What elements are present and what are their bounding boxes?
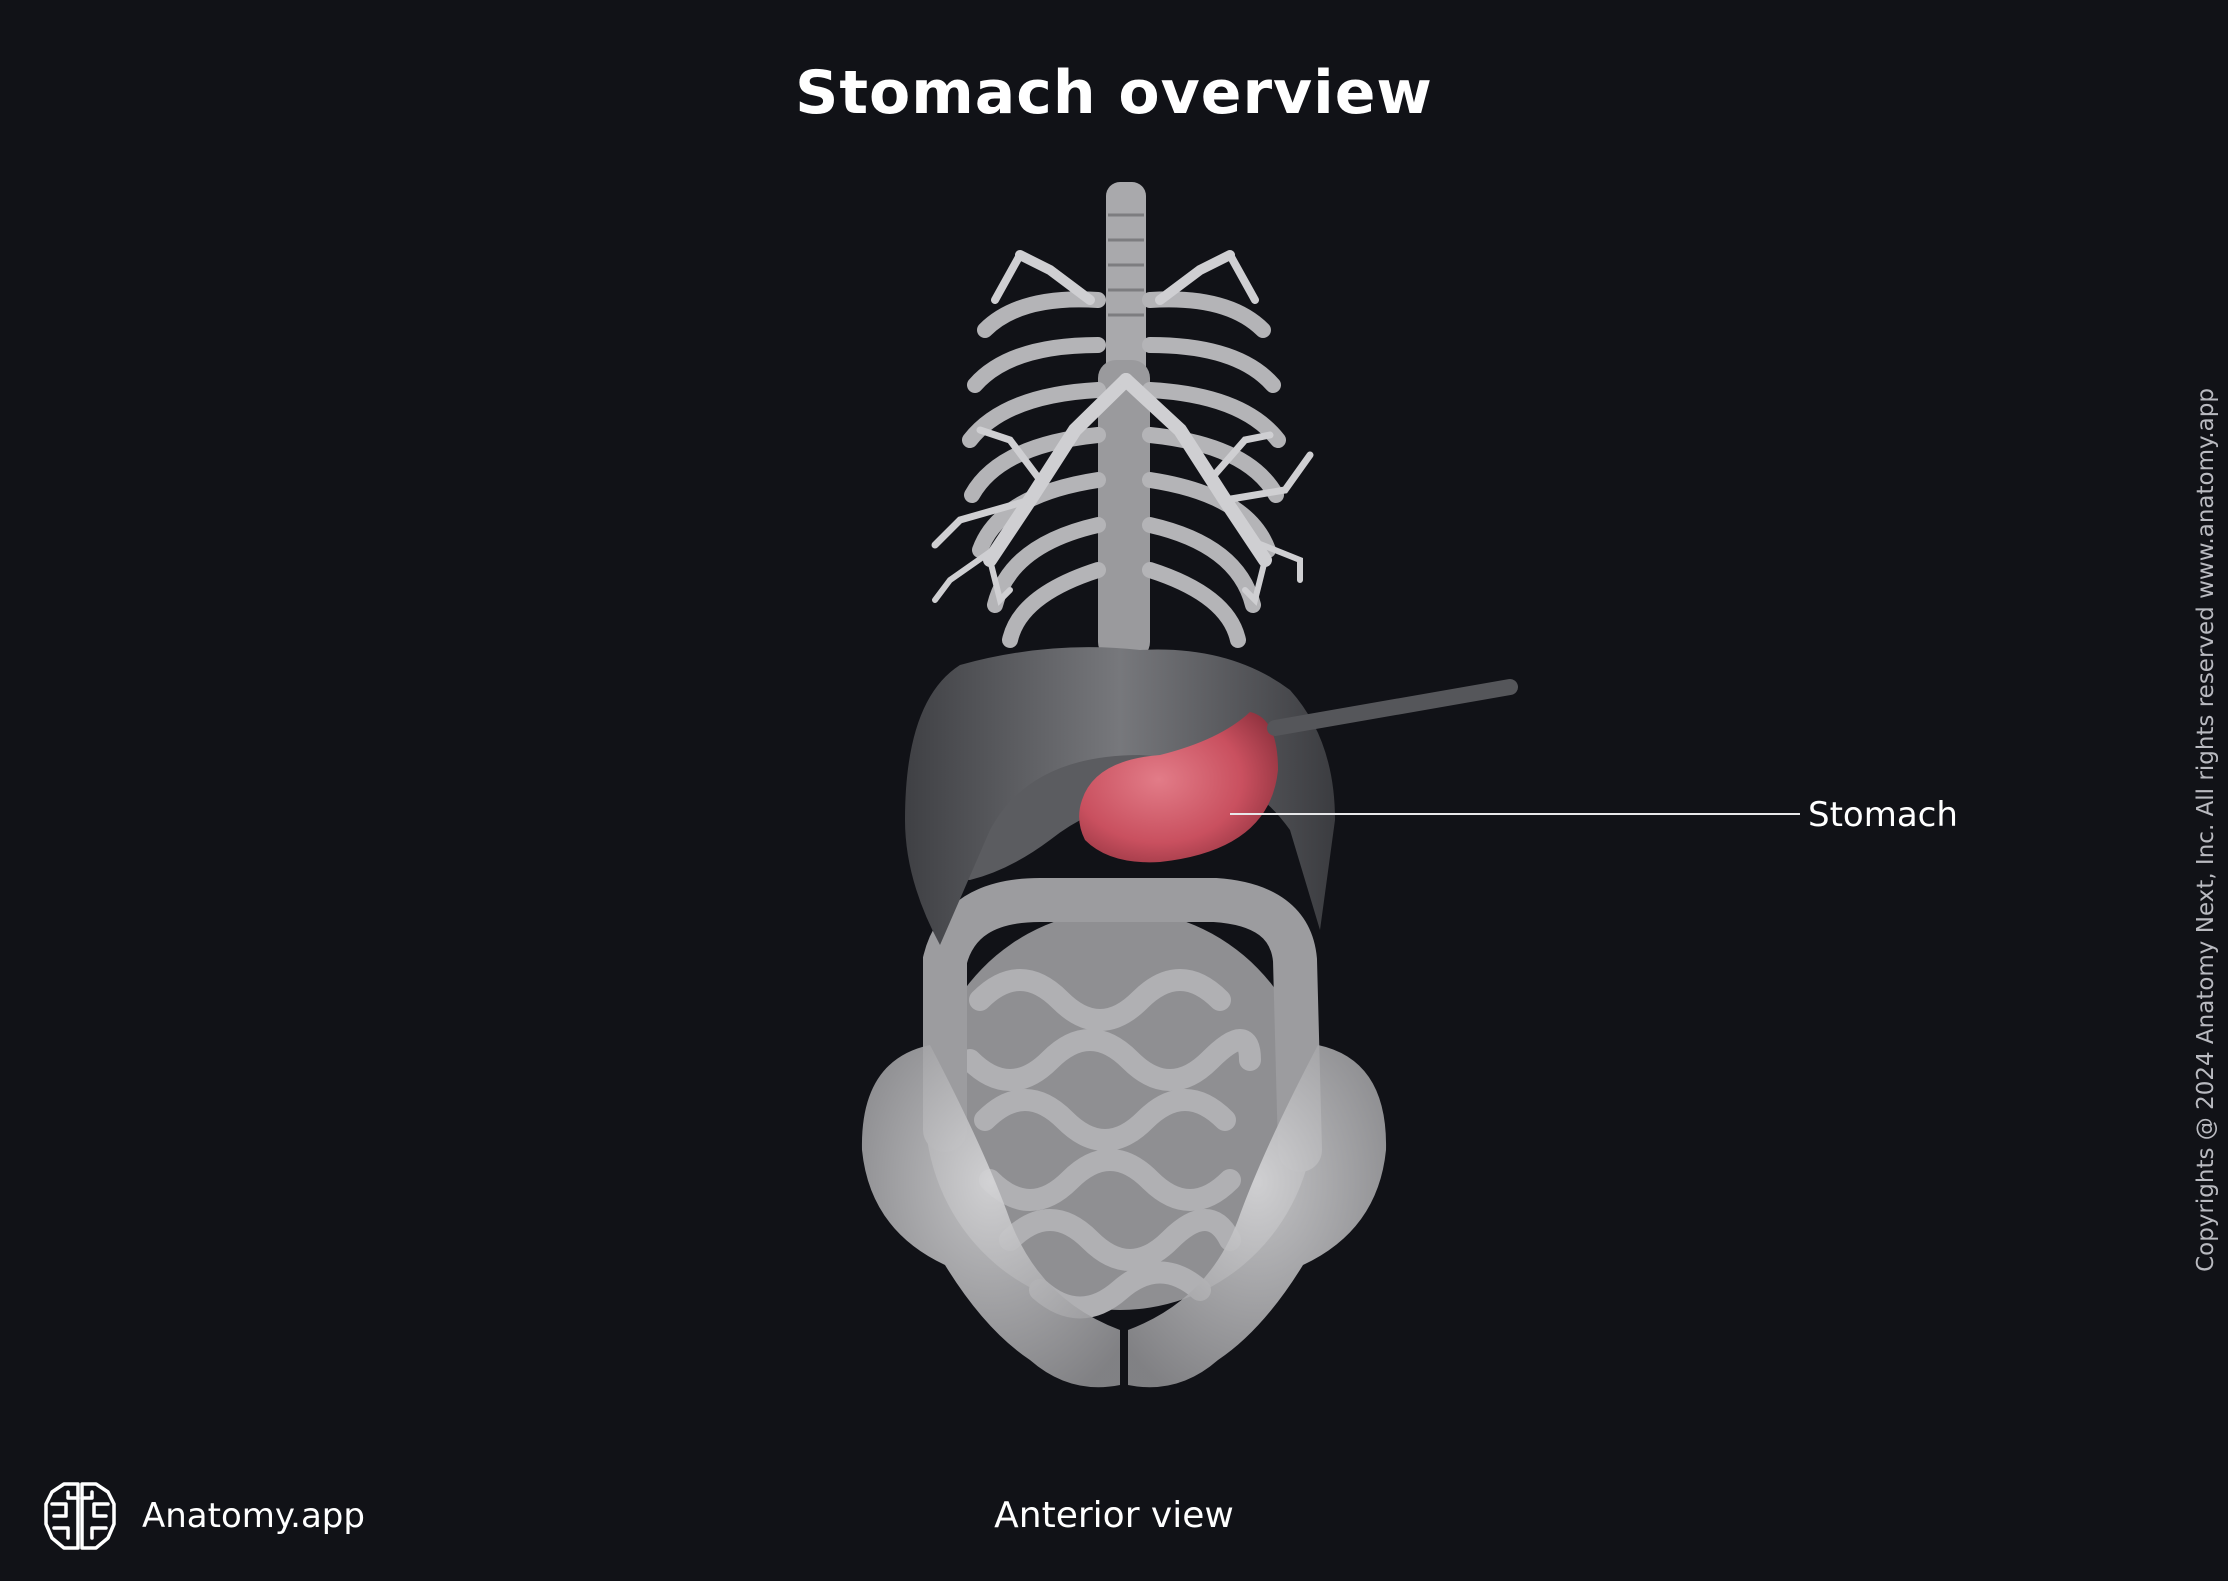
trachea bbox=[1106, 182, 1146, 382]
brand-name: Anatomy.app bbox=[142, 1496, 365, 1536]
view-caption: Anterior view bbox=[994, 1495, 1234, 1536]
copyright-notice: Copyrights @ 2024 Anatomy Next, Inc. All… bbox=[2193, 388, 2219, 1272]
spine bbox=[1098, 360, 1150, 660]
brand-logo[interactable]: Anatomy.app bbox=[40, 1478, 365, 1554]
pelvis bbox=[861, 1045, 1387, 1388]
small-intestine bbox=[925, 910, 1315, 1319]
brain-logo-icon bbox=[44, 1482, 116, 1550]
stomach bbox=[1079, 712, 1278, 863]
probe-instrument bbox=[1267, 679, 1518, 736]
diaphragm bbox=[905, 647, 1335, 945]
bronchial-tree bbox=[931, 250, 1314, 606]
large-intestine bbox=[923, 878, 1322, 1172]
page-title: Stomach overview bbox=[795, 58, 1433, 128]
ribs bbox=[962, 291, 1286, 648]
label-stomach: Stomach bbox=[1808, 795, 1958, 835]
